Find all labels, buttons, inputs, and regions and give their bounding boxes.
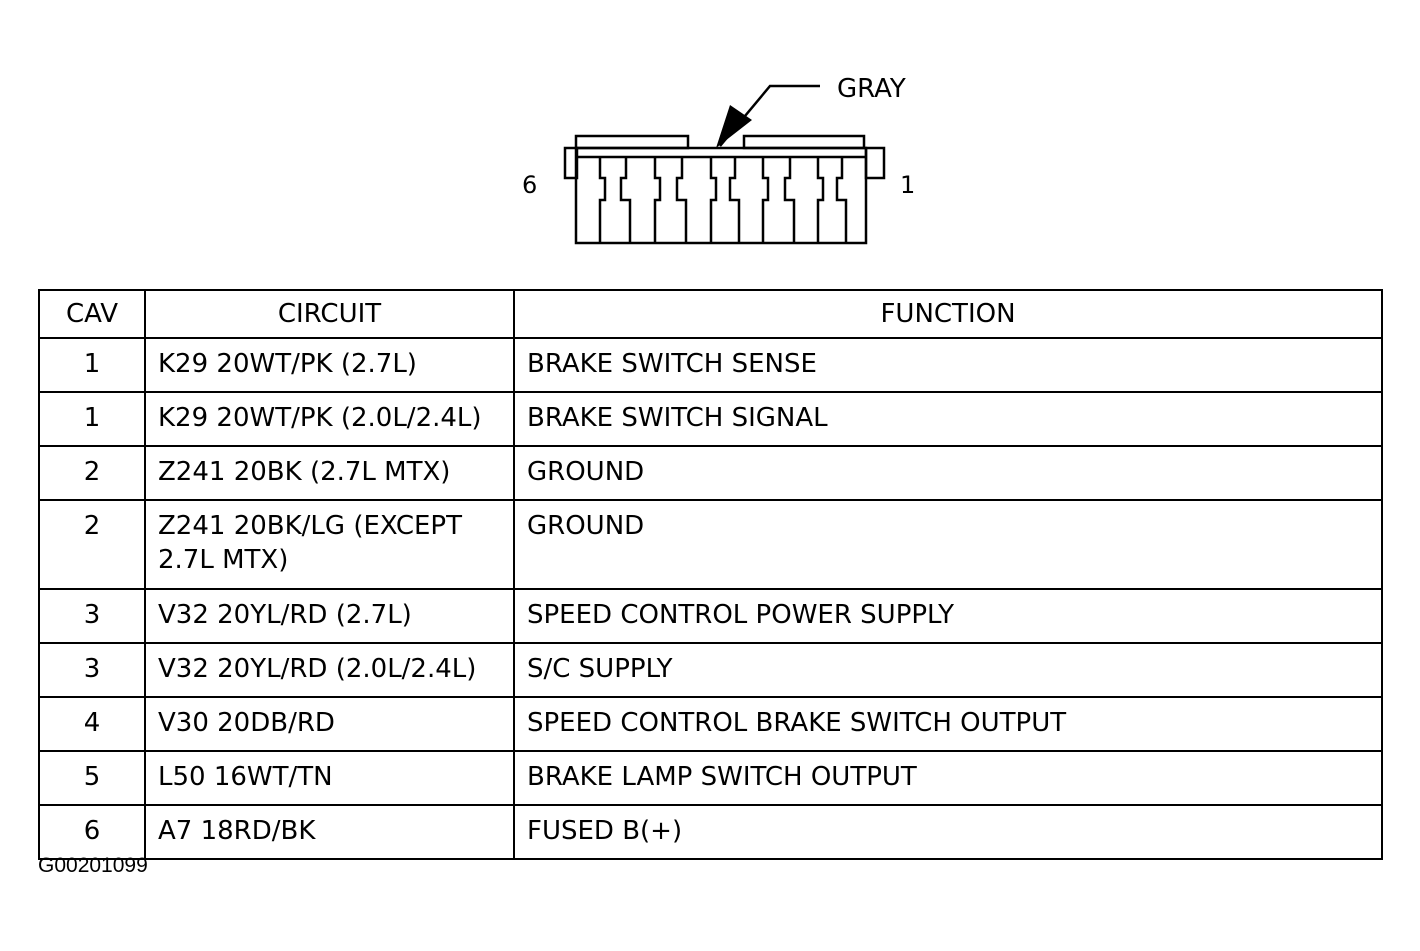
circuit-cell: K29 20WT/PK (2.7L) xyxy=(144,337,515,393)
connector-diagram: GRAY 6 1 xyxy=(522,74,915,245)
function-cell: BRAKE SWITCH SENSE xyxy=(513,337,1383,393)
table-header-row: CAV CIRCUIT FUNCTION xyxy=(38,289,1383,339)
table-row: 1 K29 20WT/PK (2.7L) BRAKE SWITCH SENSE xyxy=(38,337,1383,393)
circuit-cell: L50 16WT/TN xyxy=(144,750,515,806)
connector-top-tab-right xyxy=(742,134,866,150)
table-row: 2 Z241 20BK/LG (EXCEPT 2.7L MTX) GROUND xyxy=(38,499,1383,590)
table-row: 1 K29 20WT/PK (2.0L/2.4L) BRAKE SWITCH S… xyxy=(38,391,1383,447)
function-cell: SPEED CONTROL BRAKE SWITCH OUTPUT xyxy=(513,696,1383,752)
function-cell: GROUND xyxy=(513,445,1383,501)
gray-leader-arrow xyxy=(716,105,752,148)
pin-label-right: 1 xyxy=(900,171,915,199)
header-cav: CAV xyxy=(38,289,146,339)
header-function: FUNCTION xyxy=(513,289,1383,339)
circuit-cell: V32 20YL/RD (2.7L) xyxy=(144,588,515,644)
circuit-cell: Z241 20BK (2.7L MTX) xyxy=(144,445,515,501)
connector-color-label: GRAY xyxy=(837,74,906,104)
table-row: 3 V32 20YL/RD (2.0L/2.4L) S/C SUPPLY xyxy=(38,642,1383,698)
cav-cell: 1 xyxy=(38,391,146,447)
header-circuit: CIRCUIT xyxy=(144,289,515,339)
table-row: 3 V32 20YL/RD (2.7L) SPEED CONTROL POWER… xyxy=(38,588,1383,644)
cav-cell: 3 xyxy=(38,642,146,698)
figure-id: G00201099 xyxy=(38,854,148,877)
connector-body xyxy=(574,146,868,245)
table-row: 4 V30 20DB/RD SPEED CONTROL BRAKE SWITCH… xyxy=(38,696,1383,752)
connector-ear-right xyxy=(864,146,886,180)
table-row: 2 Z241 20BK (2.7L MTX) GROUND xyxy=(38,445,1383,501)
circuit-cell: Z241 20BK/LG (EXCEPT 2.7L MTX) xyxy=(144,499,515,590)
circuit-cell: A7 18RD/BK xyxy=(144,804,515,860)
function-cell: BRAKE SWITCH SIGNAL xyxy=(513,391,1383,447)
function-cell: BRAKE LAMP SWITCH OUTPUT xyxy=(513,750,1383,806)
function-cell: SPEED CONTROL POWER SUPPLY xyxy=(513,588,1383,644)
cavity-dividers xyxy=(598,157,848,243)
pinout-table: CAV CIRCUIT FUNCTION 1 K29 20WT/PK (2.7L… xyxy=(38,289,1383,860)
cav-cell: 2 xyxy=(38,445,146,501)
pin-label-left: 6 xyxy=(522,171,537,199)
table-row: 6 A7 18RD/BK FUSED B(+) xyxy=(38,804,1383,860)
cav-cell: 5 xyxy=(38,750,146,806)
connector-top-tab-left xyxy=(574,134,690,150)
function-cell: GROUND xyxy=(513,499,1383,590)
circuit-cell: V30 20DB/RD xyxy=(144,696,515,752)
function-cell: S/C SUPPLY xyxy=(513,642,1383,698)
cav-cell: 2 xyxy=(38,499,146,590)
circuit-cell: V32 20YL/RD (2.0L/2.4L) xyxy=(144,642,515,698)
cav-cell: 6 xyxy=(38,804,146,860)
cav-cell: 1 xyxy=(38,337,146,393)
function-cell: FUSED B(+) xyxy=(513,804,1383,860)
cav-cell: 4 xyxy=(38,696,146,752)
cav-cell: 3 xyxy=(38,588,146,644)
table-row: 5 L50 16WT/TN BRAKE LAMP SWITCH OUTPUT xyxy=(38,750,1383,806)
circuit-cell: K29 20WT/PK (2.0L/2.4L) xyxy=(144,391,515,447)
